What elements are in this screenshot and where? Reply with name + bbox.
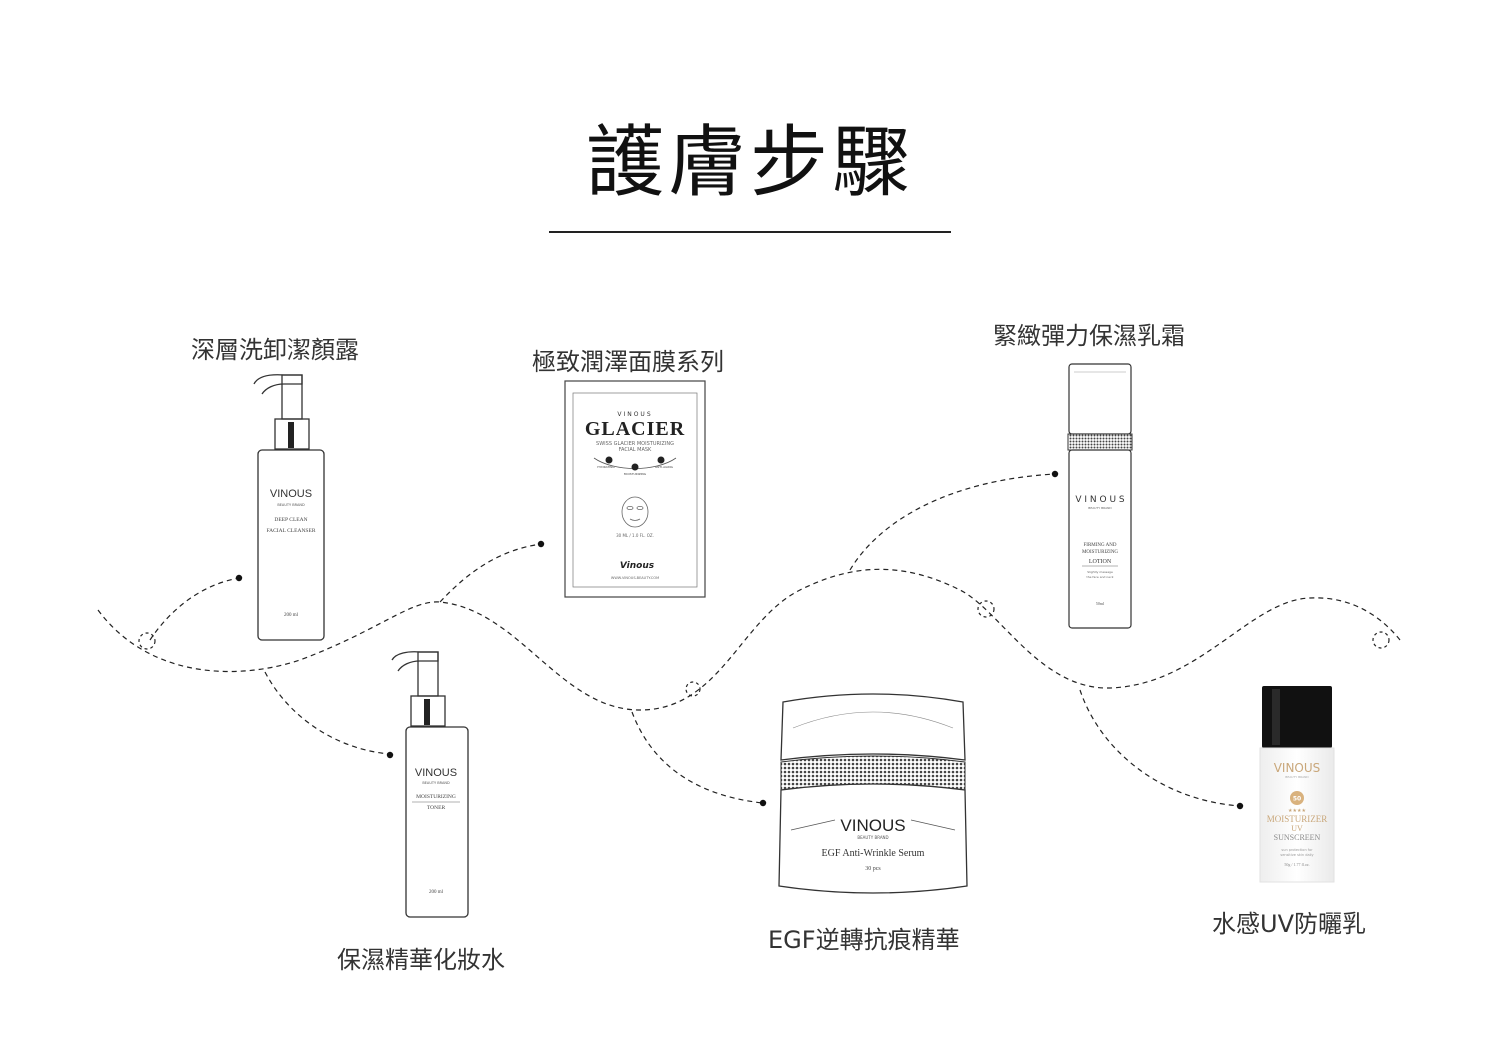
moisturizing-icon [631, 463, 639, 471]
svg-text:EGF Anti-Wrinkle Serum: EGF Anti-Wrinkle Serum [822, 848, 925, 859]
svg-text:sun protection for: sun protection for [1281, 848, 1313, 852]
svg-text:200 ml: 200 ml [284, 613, 299, 618]
svg-text:Slightly massage: Slightly massage [1087, 570, 1113, 574]
anti-aging-icon [657, 456, 665, 464]
svg-text:FACIAL MASK: FACIAL MASK [619, 447, 652, 453]
mask-brand: GLACIER [585, 418, 685, 440]
svg-text:UV: UV [1291, 824, 1303, 833]
serum-jar-illustration: VINOUS BEAUTY BRAND EGF Anti-Wrinkle Ser… [775, 690, 971, 900]
svg-text:MOISTURIZING: MOISTURIZING [416, 794, 456, 800]
svg-text:BEAUTY BRAND: BEAUTY BRAND [857, 835, 888, 840]
vinous-logo: Vinous [620, 561, 655, 571]
svg-text:50: 50 [1293, 796, 1301, 803]
svg-text:DEEP CLEAN: DEEP CLEAN [274, 517, 307, 523]
product-label-sunscreen: 水感UV防曬乳 [1212, 910, 1366, 938]
title-divider [549, 231, 951, 233]
product-label-toner: 保濕精華化妝水 [337, 946, 505, 974]
cleanser-bottle-illustration: VINOUS BEAUTY BRAND DEEP CLEAN FACIAL CL… [240, 372, 350, 644]
lotion-brand: V I N O U S [1075, 495, 1125, 505]
svg-text:BEAUTY BRAND: BEAUTY BRAND [422, 781, 450, 785]
toner-brand: VINOUS [415, 767, 457, 779]
svg-text:TONER: TONER [427, 805, 446, 811]
svg-text:SUNSCREEN: SUNSCREEN [1274, 833, 1321, 842]
product-label-serum: EGF逆轉抗痕精華 [768, 926, 960, 954]
toner-bottle-illustration: VINOUS BEAUTY BRAND MOISTURIZING TONER 2… [390, 650, 500, 922]
svg-text:FIRMING AND: FIRMING AND [1084, 543, 1117, 548]
svg-text:the face and neck: the face and neck [1087, 575, 1114, 579]
svg-text:200 ml: 200 ml [429, 890, 444, 895]
sun-icon [1290, 791, 1304, 805]
face-mask-icon [621, 496, 649, 528]
product-label-mask: 極致潤澤面膜系列 [532, 348, 724, 376]
svg-text:FACIAL CLEANSER: FACIAL CLEANSER [266, 528, 315, 534]
svg-text:BEAUTY BRAND: BEAUTY BRAND [1088, 506, 1112, 510]
svg-text:50ml: 50ml [1096, 601, 1105, 606]
svg-text:30 pcs: 30 pcs [865, 866, 881, 872]
svg-text:MOISTURIZING: MOISTURIZING [1082, 550, 1118, 555]
svg-text:★★★★: ★★★★ [1288, 808, 1306, 814]
svg-text:SWISS GLACIER MOISTURIZING: SWISS GLACIER MOISTURIZING [596, 441, 674, 447]
sunscreen-brand: VINOUS [1274, 761, 1321, 775]
svg-text:sensitive skin daily: sensitive skin daily [1280, 853, 1313, 857]
svg-text:50g / 1.77 fl.oz.: 50g / 1.77 fl.oz. [1284, 862, 1309, 867]
product-label-cleanser: 深層洗卸潔顏露 [191, 336, 359, 364]
svg-text:HYDRATING: HYDRATING [597, 465, 615, 469]
svg-text:BEAUTY BRAND: BEAUTY BRAND [1285, 775, 1309, 779]
svg-text:LOTION: LOTION [1089, 559, 1112, 565]
serum-brand: VINOUS [840, 816, 905, 835]
page-title: 護膚步驟 [585, 118, 914, 208]
svg-text:30 ML / 1.0 FL. OZ.: 30 ML / 1.0 FL. OZ. [616, 533, 654, 538]
cleanser-brand: VINOUS [270, 488, 312, 500]
hydrating-icon [605, 456, 613, 464]
product-label-lotion: 緊緻彈力保濕乳霜 [993, 322, 1185, 350]
sunscreen-bottle-illustration: VINOUS BEAUTY BRAND 50 ★★★★ MOISTURIZER … [1258, 686, 1336, 884]
svg-text:MOISTURIZING: MOISTURIZING [624, 472, 647, 476]
svg-text:WWW.VINOUS-BEAUTY.COM: WWW.VINOUS-BEAUTY.COM [611, 576, 659, 580]
mask-sachet-illustration: VINOUS GLACIER SWISS GLACIER MOISTURIZIN… [564, 380, 706, 598]
lotion-bottle-illustration: V I N O U S BEAUTY BRAND FIRMING AND MOI… [1066, 362, 1134, 632]
svg-text:BEAUTY BRAND: BEAUTY BRAND [277, 503, 305, 507]
svg-text:ANTI-AGING: ANTI-AGING [655, 465, 673, 469]
svg-text:MOISTURIZER: MOISTURIZER [1267, 814, 1328, 824]
svg-text:VINOUS: VINOUS [617, 411, 652, 418]
